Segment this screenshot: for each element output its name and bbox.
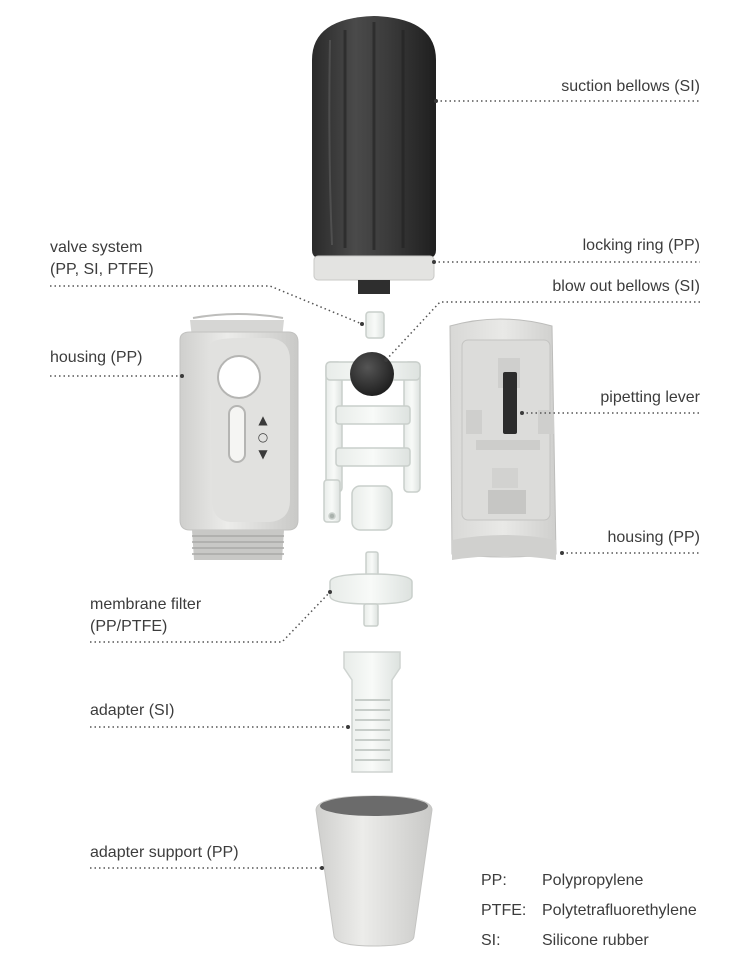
housing-center-circle: ○ [258,430,268,444]
label-pipetting-lever: pipetting lever [600,389,700,406]
legend-abbr: SI: [481,932,501,949]
label-valve-system-2: (PP, SI, PTFE) [50,261,154,278]
label-housing-left: housing (PP) [50,349,143,366]
label-membrane-filter-1: membrane filter [90,596,202,613]
adapter [343,651,401,773]
membrane-filter [329,551,413,627]
legend-meaning: Silicone rubber [542,932,649,949]
label-valve-system-1: valve system [50,239,143,256]
legend-meaning: Polypropylene [542,872,644,889]
right-housing [449,318,557,560]
housing-up-arrow: ▲ [258,413,268,427]
label-adapter: adapter (SI) [90,702,175,719]
bellows-nozzle [358,280,390,294]
legend-meaning: Polytetrafluorethylene [542,902,697,919]
suction-bellows [312,16,436,258]
legend-row-si: SI: Silicone rubber [481,926,697,956]
label-membrane-filter-2: (PP/PTFE) [90,618,168,635]
leader-endpoints [180,99,564,870]
material-legend: PP: Polypropylene PTFE: Polytetrafluoret… [481,866,697,956]
legend-abbr: PTFE: [481,902,527,919]
adapter-support [315,795,433,947]
valve-system [323,311,421,531]
label-housing-right: housing (PP) [607,529,701,546]
leader-lines [50,100,700,869]
label-adapter-support: adapter support (PP) [90,844,239,861]
blow-out-bellows [350,352,394,396]
label-blow-out-bellows: blow out bellows (SI) [552,278,700,295]
locking-ring [313,255,435,281]
label-suction-bellows: suction bellows (SI) [561,78,700,95]
label-locking-ring: locking ring (PP) [582,237,700,254]
legend-row-pp: PP: Polypropylene [481,866,697,896]
legend-abbr: PP: [481,872,507,889]
left-housing [179,313,299,560]
legend-row-ptfe: PTFE: Polytetrafluorethylene [481,896,697,926]
housing-down-arrow: ▼ [258,447,268,461]
